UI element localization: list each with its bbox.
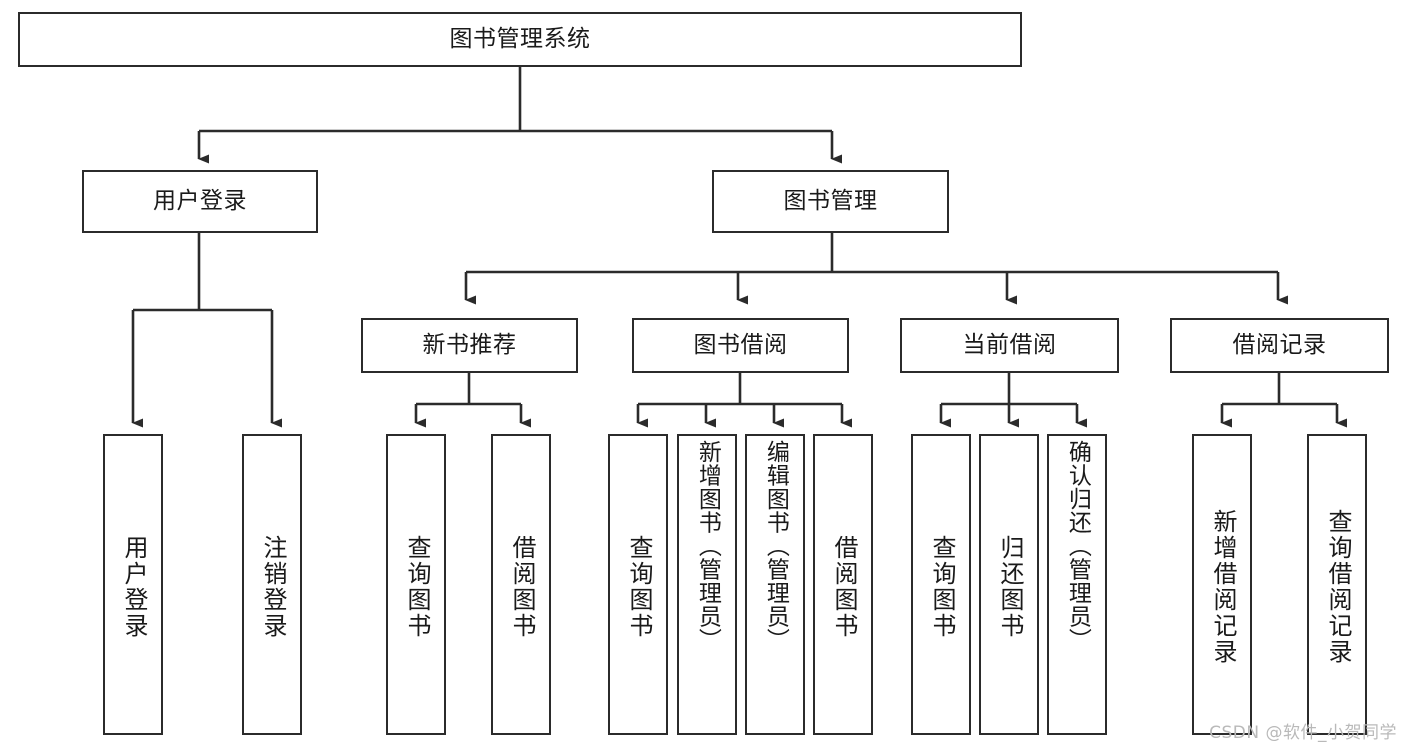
node-leaf-query-book-1-label: 查询图书 (402, 534, 431, 639)
csdn-watermark: CSDN @软件_小贺同学 (1209, 723, 1397, 743)
node-leaf-logout-login-label: 注销登录 (258, 534, 287, 639)
node-root-system[interactable]: 图书管理系统 (18, 12, 1022, 67)
node-leaf-borrow-book-2[interactable]: 借阅图书 (813, 434, 873, 735)
node-user-login-label: 用户登录 (153, 187, 247, 214)
node-leaf-query-book-3-label: 查询图书 (927, 534, 956, 639)
node-leaf-add-book-label: 新增图书（管理员） (694, 440, 721, 652)
node-leaf-user-login-label: 用户登录 (119, 534, 148, 639)
node-leaf-query-record-label: 查询借阅记录 (1323, 508, 1352, 665)
node-leaf-return-book-label: 归还图书 (995, 534, 1024, 639)
node-new-book-recommend[interactable]: 新书推荐 (361, 318, 578, 373)
node-borrow-record-label: 借阅记录 (1232, 331, 1327, 358)
node-leaf-query-book-1[interactable]: 查询图书 (386, 434, 446, 735)
node-borrow-record[interactable]: 借阅记录 (1170, 318, 1389, 373)
node-book-management[interactable]: 图书管理 (712, 170, 949, 233)
node-leaf-query-record[interactable]: 查询借阅记录 (1307, 434, 1367, 735)
node-leaf-confirm-return-label: 确认归还（管理员） (1064, 440, 1091, 652)
node-leaf-logout-login[interactable]: 注销登录 (242, 434, 302, 735)
node-leaf-add-record-label: 新增借阅记录 (1208, 508, 1237, 665)
node-leaf-add-record[interactable]: 新增借阅记录 (1192, 434, 1252, 735)
node-leaf-borrow-book-1[interactable]: 借阅图书 (491, 434, 551, 735)
node-leaf-edit-book[interactable]: 编辑图书（管理员） (745, 434, 805, 735)
node-current-borrow-label: 当前借阅 (962, 331, 1057, 358)
node-leaf-borrow-book-2-label: 借阅图书 (829, 534, 858, 639)
node-leaf-confirm-return[interactable]: 确认归还（管理员） (1047, 434, 1107, 735)
node-book-borrow[interactable]: 图书借阅 (632, 318, 849, 373)
node-current-borrow[interactable]: 当前借阅 (900, 318, 1119, 373)
node-user-login[interactable]: 用户登录 (82, 170, 318, 233)
node-leaf-user-login[interactable]: 用户登录 (103, 434, 163, 735)
node-leaf-add-book[interactable]: 新增图书（管理员） (677, 434, 737, 735)
node-leaf-query-book-2-label: 查询图书 (624, 534, 653, 639)
node-leaf-query-book-3[interactable]: 查询图书 (911, 434, 971, 735)
node-new-book-recommend-label: 新书推荐 (422, 331, 517, 358)
node-root-system-label: 图书管理系统 (449, 25, 591, 52)
node-book-management-label: 图书管理 (783, 187, 878, 214)
node-leaf-query-book-2[interactable]: 查询图书 (608, 434, 668, 735)
node-leaf-borrow-book-1-label: 借阅图书 (507, 534, 536, 639)
node-leaf-edit-book-label: 编辑图书（管理员） (762, 440, 789, 652)
node-book-borrow-label: 图书借阅 (693, 331, 788, 358)
node-leaf-return-book[interactable]: 归还图书 (979, 434, 1039, 735)
